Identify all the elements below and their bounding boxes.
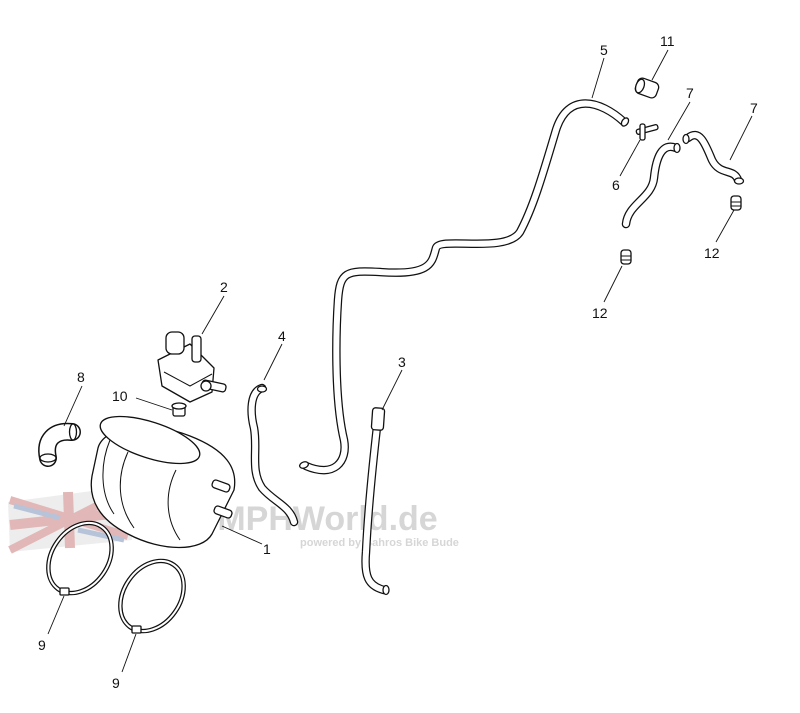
part-12-cap-left [620, 249, 632, 265]
part-9-strap-right [118, 558, 186, 634]
callout-9-left: 9 [38, 637, 46, 653]
part-12-cap-right [730, 195, 742, 211]
callout-8: 8 [77, 369, 85, 385]
part-7-hose-left [621, 142, 681, 229]
callout-3: 3 [398, 354, 406, 370]
callouts: 1 2 3 4 5 6 7 7 8 9 9 10 11 12 12 [38, 33, 758, 691]
callout-6: 6 [612, 177, 620, 193]
part-10-bolt [171, 402, 187, 417]
callout-2: 2 [220, 279, 228, 295]
callout-5: 5 [600, 42, 608, 58]
part-1-canister [90, 415, 236, 549]
part-8-elbow-hose [38, 422, 81, 467]
leader-lines [47, 49, 753, 673]
part-9-strap-left [46, 520, 114, 596]
canister-nozzles [211, 479, 233, 519]
callout-10: 10 [112, 388, 128, 404]
callout-1: 1 [263, 541, 271, 557]
callout-7-left: 7 [686, 85, 694, 101]
watermark: TRIUMPHWorld.de powered by Bahros Bike B… [8, 486, 459, 554]
callout-12-left: 12 [592, 305, 608, 321]
part-5-long-hose [298, 99, 630, 475]
part-6-t-connector [635, 123, 659, 141]
callout-11: 11 [660, 33, 675, 49]
callout-9-right: 9 [112, 675, 120, 691]
part-7-hose-right [682, 131, 745, 185]
part-4-s-hose [247, 383, 299, 527]
part-11-sleeve [634, 77, 660, 99]
callout-4: 4 [278, 328, 286, 344]
callout-7-right: 7 [750, 100, 758, 116]
callout-12-right: 12 [704, 245, 720, 261]
part-3-drain-hose [361, 407, 390, 596]
watermark-tagline: powered by Bahros Bike Bude [300, 537, 459, 549]
part-2-purge-valve [157, 331, 227, 403]
